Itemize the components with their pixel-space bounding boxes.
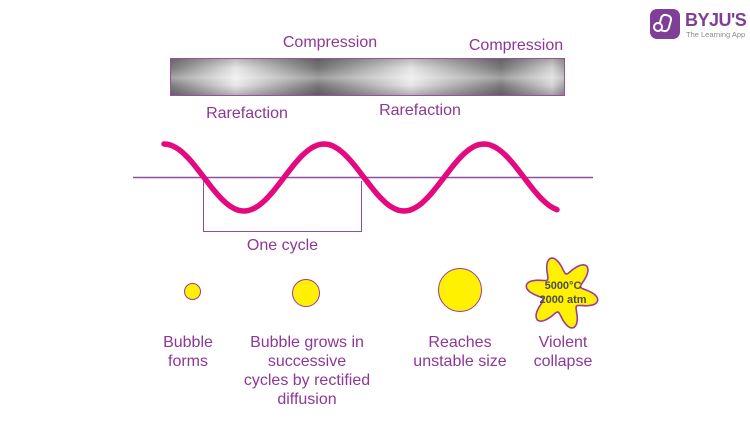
byjus-tagline: The Learning App (686, 30, 746, 39)
byjus-logo-icon (650, 9, 680, 39)
byjus-wordmark: BYJU'S (685, 10, 747, 30)
stage-label-reaches-unstable: Reaches unstable size (413, 334, 507, 370)
compression-label-1: Compression (282, 34, 378, 51)
pressure-gradient-bar (170, 58, 565, 96)
byjus-logo: BYJU'S The Learning App (648, 9, 748, 43)
one-cycle-label: One cycle (246, 237, 319, 254)
stage-label-bubble-grows: Bubble grows in successive cycles by rec… (243, 334, 371, 408)
rarefaction-label-1: Rarefaction (206, 105, 288, 122)
stage-label-bubble-forms: Bubble forms (163, 334, 213, 370)
compression-label-2: Compression (468, 37, 564, 54)
bubble-forms-circle (184, 283, 201, 300)
one-cycle-bracket (203, 181, 362, 232)
bubble-grows-circle (292, 279, 320, 307)
rarefaction-label-2: Rarefaction (379, 102, 461, 119)
stage-label-violent-collapse: Violent collapse (533, 334, 593, 370)
bubble-unstable-circle (438, 268, 482, 312)
collapse-annotation: 5000°C 2000 atm (539, 280, 587, 306)
